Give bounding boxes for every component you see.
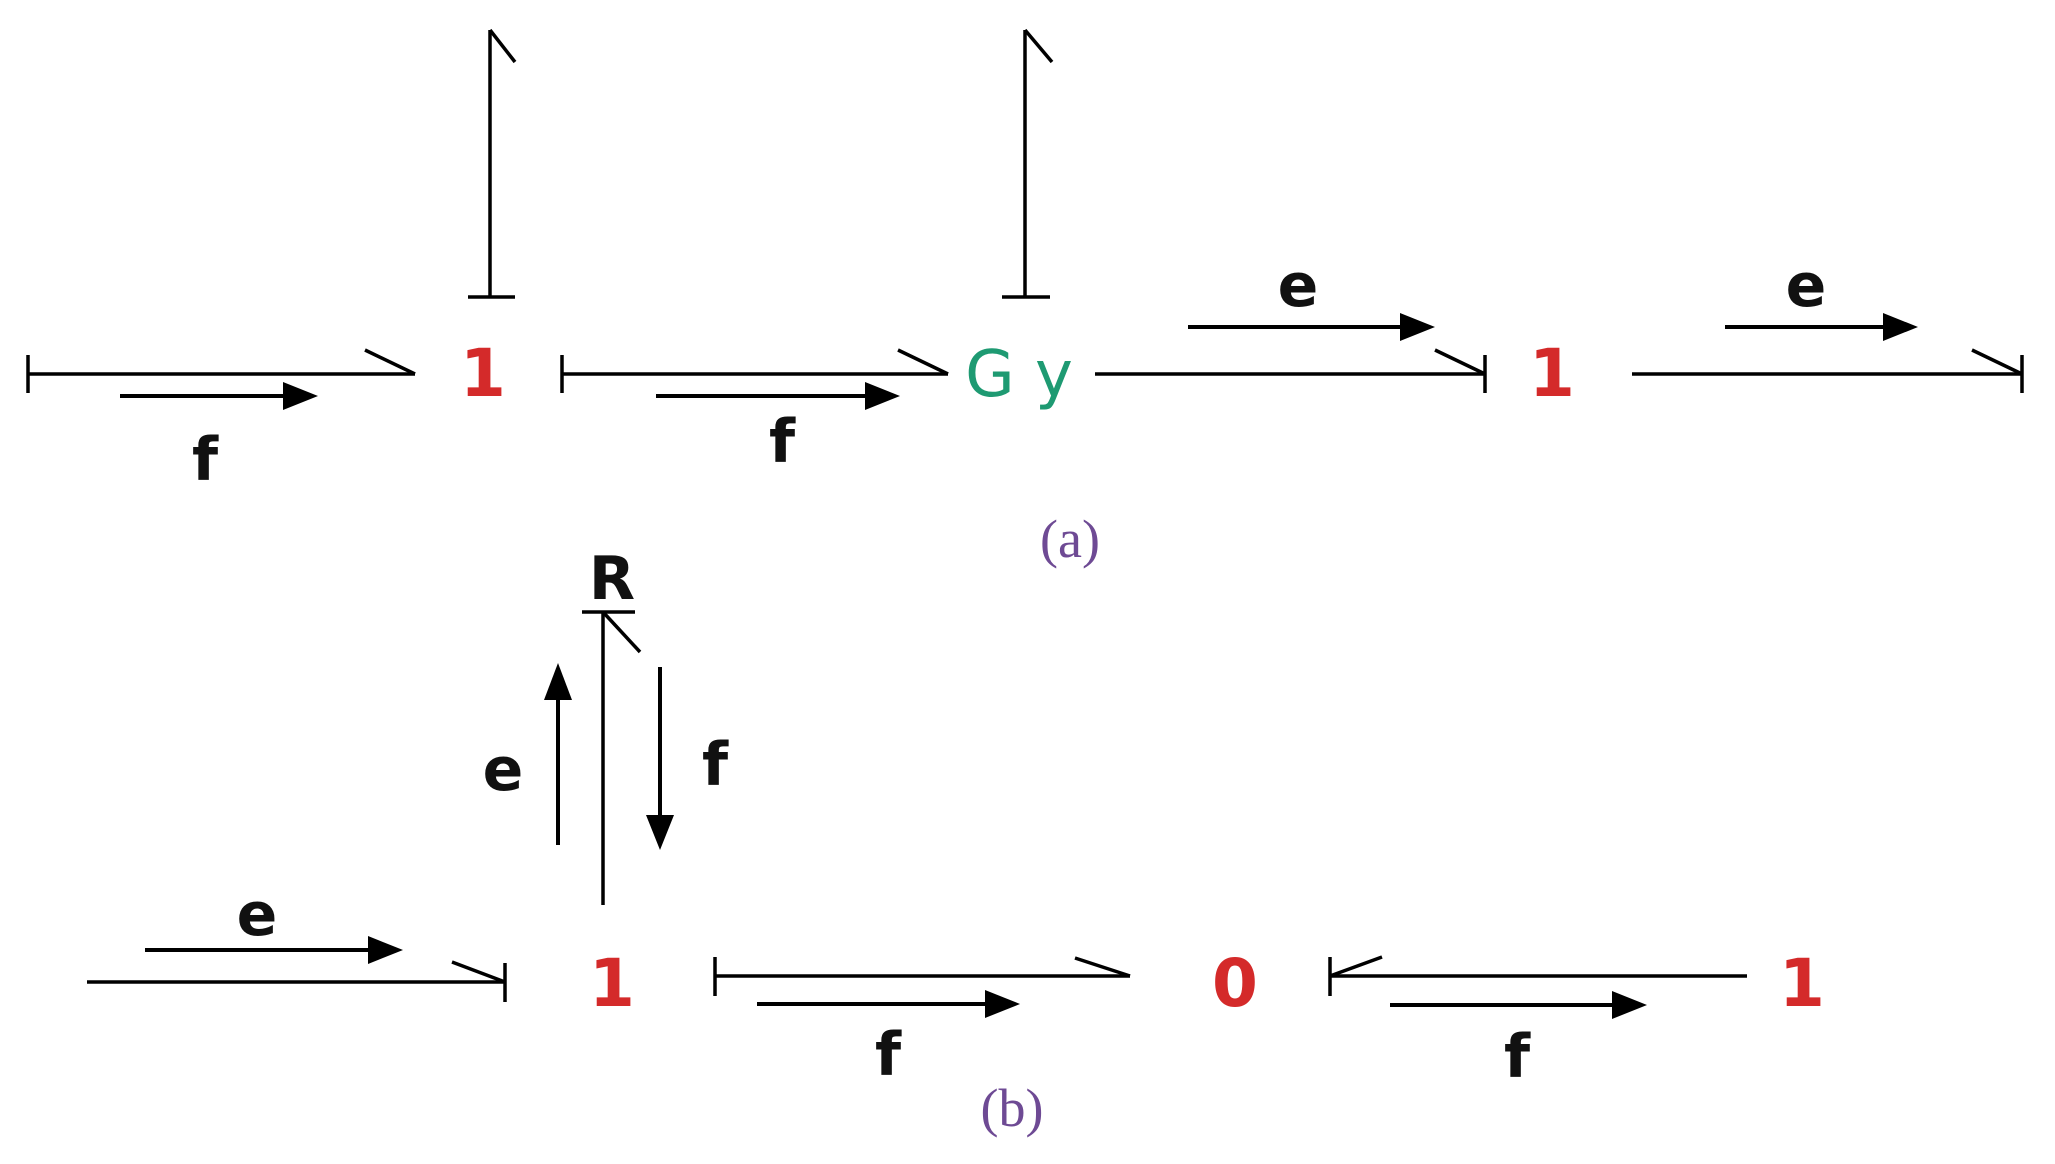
junction-1-b-left: 1: [589, 945, 635, 1022]
flow-arrow-a1: [120, 382, 318, 410]
bond-a-vert-left: [468, 28, 517, 299]
gyrator-gy: G y: [965, 338, 1073, 412]
flow-arrow-b-right: [1390, 991, 1647, 1019]
bond-a1: [26, 348, 416, 393]
bond-b-in: [87, 960, 507, 1002]
effort-arrow-b-up: [544, 663, 572, 845]
label-e-b-in: e: [237, 880, 278, 950]
label-e-a1: e: [1278, 251, 1319, 321]
label-f-a2: f: [769, 407, 796, 477]
diagram-b: R e f e 1: [87, 544, 1825, 1138]
bond-a2: [560, 348, 949, 393]
junction-1-b-right: 1: [1779, 945, 1825, 1022]
bond-b-vert-r: [582, 610, 642, 905]
label-f-b-mid: f: [875, 1020, 902, 1090]
label-f-a1: f: [192, 425, 219, 495]
flow-arrow-b-mid: [757, 990, 1020, 1018]
bond-a3: [1095, 348, 1487, 393]
flow-arrow-b-down: [646, 667, 674, 850]
bond-b-mid: [713, 956, 1131, 996]
diagram-a: f 1 f G y: [26, 28, 2024, 569]
resistor-r: R: [589, 544, 635, 614]
bond-a4: [1632, 348, 2024, 393]
label-f-b-down: f: [702, 730, 729, 800]
caption-a: (a): [1040, 509, 1100, 569]
junction-1-a-left: 1: [460, 335, 506, 412]
effort-arrow-b-in: [145, 936, 403, 964]
junction-0-b: 0: [1212, 945, 1258, 1022]
junction-1-a-right: 1: [1529, 335, 1575, 412]
caption-b: (b): [981, 1078, 1044, 1138]
label-f-b-right: f: [1504, 1022, 1531, 1092]
flow-arrow-a2: [656, 382, 900, 410]
bond-a-vert-gy: [1002, 28, 1054, 299]
effort-arrow-a1: [1188, 313, 1435, 341]
effort-arrow-a2: [1725, 313, 1918, 341]
label-e-a2: e: [1786, 251, 1827, 321]
bond-b-right: [1328, 955, 1747, 996]
label-e-b-up: e: [483, 735, 524, 805]
